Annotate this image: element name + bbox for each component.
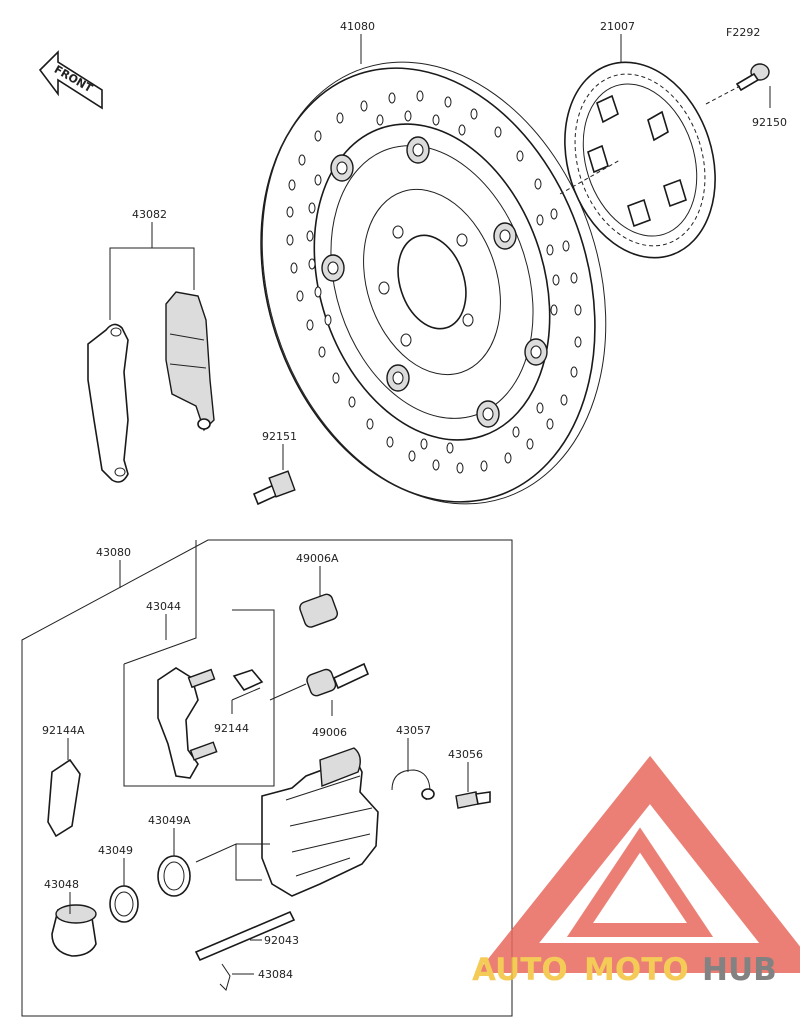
label-bracket: 43044	[146, 600, 181, 613]
bracket-group-frame	[123, 540, 275, 787]
boot	[306, 662, 370, 697]
label-bleeder-cap: 43057	[396, 724, 431, 737]
pad-pin	[194, 910, 296, 962]
ring-screw	[735, 63, 770, 92]
label-clip: 43084	[258, 968, 293, 981]
label-disc: 41080	[340, 20, 375, 33]
brake-disc	[260, 61, 607, 505]
piston	[51, 904, 97, 957]
label-pad-set: 43082	[132, 208, 167, 221]
abs-sensor-ring	[564, 61, 716, 259]
brake-pad-set	[87, 291, 215, 483]
label-ring-screw: 92150	[752, 116, 787, 129]
label-abs-ring: 21007	[600, 20, 635, 33]
label-bleeder: 43056	[448, 748, 483, 761]
caliper-body	[261, 747, 379, 897]
bleeder-valve	[455, 791, 491, 809]
leader-lines	[67, 34, 771, 975]
pad-spring-a	[47, 758, 81, 838]
caliper-bracket	[157, 667, 218, 779]
pad-bolt	[252, 470, 296, 506]
label-piston: 43048	[44, 878, 79, 891]
label-ring-screw-f: F2292	[726, 26, 760, 39]
logo-hub: HUB	[702, 952, 777, 988]
logo-auto: AUTO	[472, 952, 568, 988]
automotohub-logo: AUTO MOTO HUB	[472, 755, 800, 988]
piston-seal-a	[157, 855, 191, 897]
part-labels: 41080 21007 F2292 92150 43082 92151 4308…	[42, 20, 787, 981]
logo-moto: MOTO	[584, 952, 689, 988]
pin-clip	[219, 963, 231, 991]
label-seal: 43049	[98, 844, 133, 857]
bleeder-cap	[391, 769, 435, 801]
label-caliper: 43080	[96, 546, 131, 559]
label-spring: 92144	[214, 722, 249, 735]
label-boot: 49006	[312, 726, 347, 739]
piston-seal	[109, 885, 139, 923]
front-arrow-icon: FRONT	[38, 50, 103, 110]
label-seal-a: 43049A	[148, 814, 191, 827]
pad-spring-clip	[232, 669, 264, 691]
label-pad-bolt: 92151	[262, 430, 297, 443]
caliper-assembly-frame	[21, 539, 513, 1017]
label-pad-spring-a: 92144A	[42, 724, 85, 737]
label-pin: 92043	[264, 934, 299, 947]
boot-a	[299, 593, 339, 628]
label-boot-a: 49006A	[296, 552, 339, 565]
